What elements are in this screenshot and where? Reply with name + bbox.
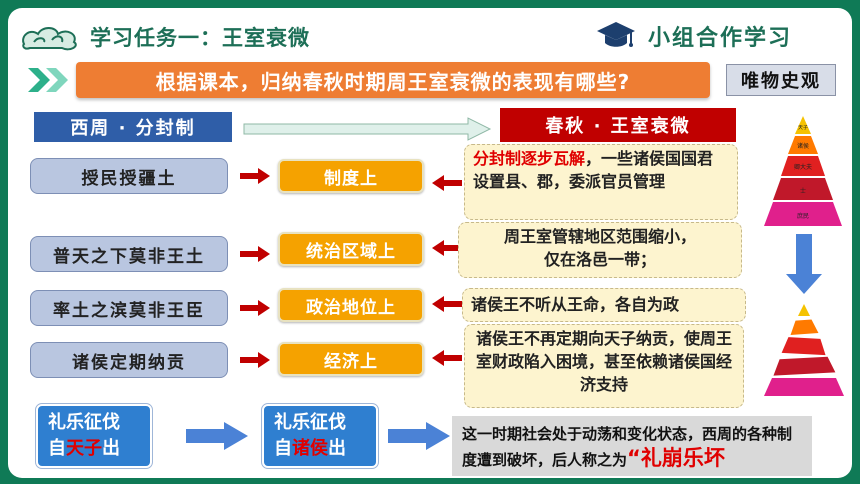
box-text: 自 <box>274 438 292 459</box>
historical-materialism-tag: 唯物史观 <box>726 64 836 96</box>
arrow-left-icon <box>432 175 462 191</box>
mid-box-territory: 统治区域上 <box>278 232 424 266</box>
rites-from-feudal-lords: 礼乐征伐 自诸侯出 <box>261 403 379 469</box>
left-box-tribute: 诸侯定期纳贡 <box>30 342 228 378</box>
summary-text: 这一时期社会处于动荡和变化状态，西周的各种制度遭到破坏，后人称之为 <box>462 425 793 469</box>
rites-from-son-of-heaven: 礼乐征伐 自天子出 <box>35 403 153 469</box>
pyramid-level-label: 卿大夫 <box>794 163 812 171</box>
box-line: 礼乐征伐 <box>274 412 346 433</box>
pyramid-level-label: 诸侯 <box>797 142 809 150</box>
pyramid-level-label: 庶民 <box>797 212 809 220</box>
mid-box-economic: 经济上 <box>278 342 424 376</box>
broken-pyramid-icon <box>764 304 844 396</box>
box-text: 出 <box>328 438 346 459</box>
cloud-ornament-icon <box>22 27 77 51</box>
group-study-title: 小组合作学习 <box>648 26 793 51</box>
arrow-right-icon <box>240 300 270 316</box>
right-box-economic: 诸侯王不再定期向天子纳贡，使周王室财政陷入困境，甚至依赖诸侯国经济支持 <box>464 324 744 408</box>
block-arrow-right-icon <box>388 422 450 450</box>
chevron-right-icon <box>28 68 68 92</box>
pyramid-level-label: 天子 <box>798 124 808 131</box>
arrow-right-icon <box>240 352 270 368</box>
spring-autumn-header: 春秋 · 王室衰微 <box>500 108 736 142</box>
page-title: 学习任务一：王室衰微 <box>90 26 310 50</box>
arrow-left-icon <box>432 350 462 366</box>
summary-emphasis: “礼崩乐坏 <box>627 446 725 470</box>
western-zhou-header: 西周 · 分封制 <box>34 112 232 142</box>
long-arrow-right-icon <box>243 117 492 141</box>
right-box-political: 诸侯王不听从王命，各自为政 <box>462 288 746 322</box>
right-box-system: 分封制逐步瓦解，一些诸侯国国君设置县、郡，委派官员管理 <box>464 144 738 220</box>
left-box-land-grant: 授民授疆土 <box>30 158 228 194</box>
left-box-kings-subjects: 率土之滨莫非王臣 <box>30 290 228 326</box>
box-highlight: 天子 <box>66 438 102 459</box>
arrow-right-icon <box>240 246 270 262</box>
highlight-text: 分封制逐步瓦解 <box>473 149 586 168</box>
left-box-kings-land: 普天之下莫非王土 <box>30 236 228 272</box>
box-line: 礼乐征伐 <box>48 412 120 433</box>
arrow-down-icon <box>786 234 822 294</box>
pyramid-level-label: 士 <box>800 187 806 195</box>
box-highlight: 诸侯 <box>292 438 328 459</box>
block-arrow-right-icon <box>186 422 248 450</box>
mid-box-political: 政治地位上 <box>278 288 424 322</box>
summary-box: 这一时期社会处于动荡和变化状态，西周的各种制度遭到破坏，后人称之为“礼崩乐坏 <box>452 416 812 476</box>
right-box-territory: 周王室管辖地区范围缩小， 仅在洛邑一带； <box>458 222 742 278</box>
detail-line: 周王室管辖地区范围缩小， <box>503 227 696 246</box>
detail-text: ，一些诸侯国国君设置县、郡，委派官员管理 <box>473 149 714 191</box>
pyramid-icon: 天子 诸侯 卿大夫 士 庶民 <box>764 116 842 226</box>
graduation-cap-icon <box>597 22 635 47</box>
detail-line: 仅在洛邑一带； <box>543 250 656 269</box>
arrow-left-icon <box>432 240 462 256</box>
box-line: 自诸侯出 <box>274 436 366 462</box>
arrow-right-icon <box>240 168 270 184</box>
question-banner: 根据课本，归纳春秋时期周王室衰微的表现有哪些? <box>76 62 710 98</box>
mid-box-system: 制度上 <box>278 159 424 193</box>
box-text: 出 <box>102 438 120 459</box>
box-line: 自天子出 <box>48 436 140 462</box>
arrow-left-icon <box>432 296 462 312</box>
slide: 学习任务一：王室衰微 小组合作学习 根据课本，归纳春秋时期周王室衰微的表现有哪些… <box>8 8 852 478</box>
box-text: 自 <box>48 438 66 459</box>
